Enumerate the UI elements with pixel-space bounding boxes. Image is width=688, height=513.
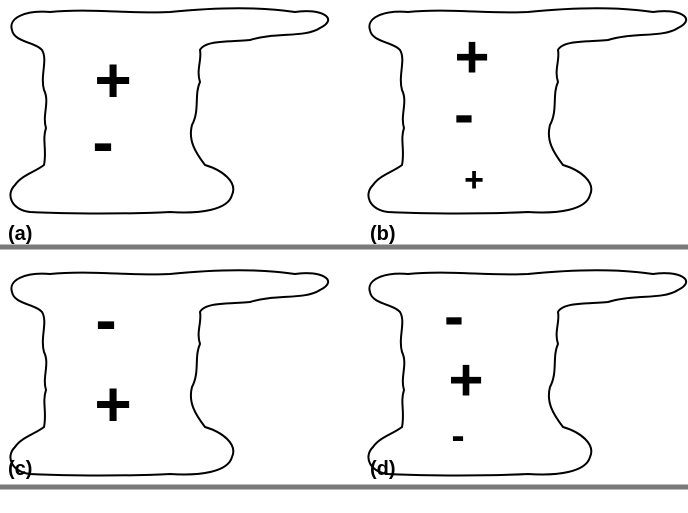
charge-c-2: + bbox=[94, 368, 131, 440]
charge-b-2: - bbox=[454, 81, 474, 148]
charge-a-1: + bbox=[94, 44, 131, 116]
panel-a: + - (a) bbox=[8, 7, 330, 245]
charge-d-3: - bbox=[451, 414, 464, 458]
cloud-outline-b bbox=[367, 7, 688, 215]
charge-b-1: + bbox=[454, 24, 489, 91]
charge-c-1: - bbox=[95, 284, 116, 356]
panel-label-c: (c) bbox=[8, 458, 32, 480]
rain-shaft-b bbox=[470, 212, 524, 242]
panel-c: - + (c) bbox=[8, 269, 330, 498]
charge-d-1: - bbox=[444, 283, 464, 350]
panel-label-d: (d) bbox=[370, 458, 396, 480]
panel-d: - + - (d) bbox=[367, 269, 688, 498]
cloud-outline-c bbox=[9, 269, 330, 477]
charge-a-2: - bbox=[92, 106, 113, 178]
panel-b: + - + (b) bbox=[367, 7, 688, 245]
panel-label-b: (b) bbox=[370, 223, 396, 245]
cloud-outline-d bbox=[367, 269, 688, 477]
charge-b-3: + bbox=[464, 161, 484, 199]
rain-shaft-a bbox=[112, 212, 166, 242]
cloud-outline-a bbox=[9, 7, 330, 215]
panel-label-a: (a) bbox=[8, 223, 32, 245]
charge-d-2: + bbox=[448, 347, 483, 414]
